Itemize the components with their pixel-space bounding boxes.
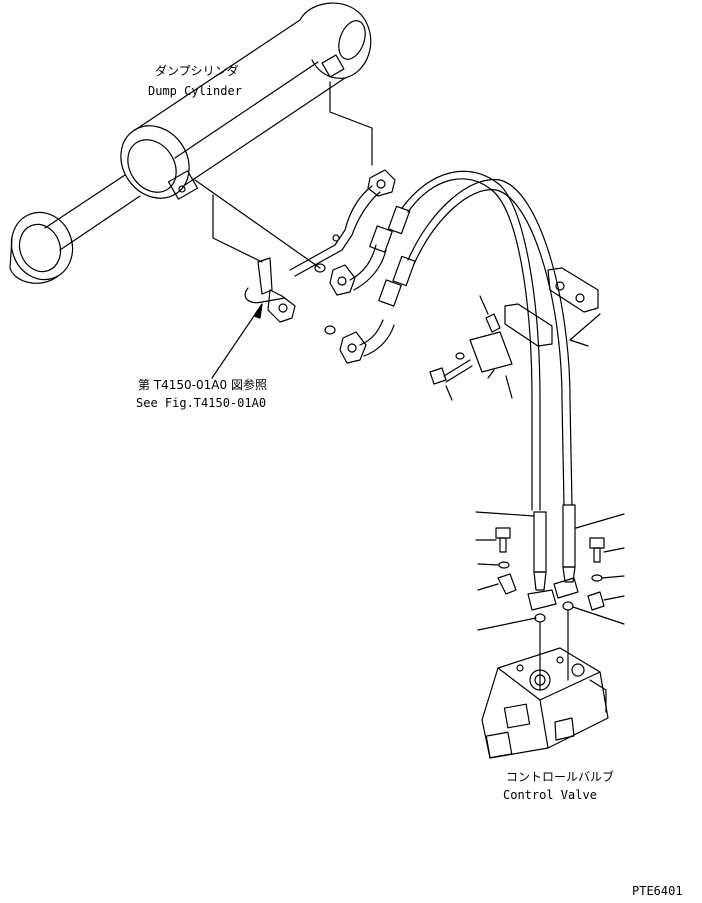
dump-cylinder-label-jp: ダンプシリンダ xyxy=(155,64,239,78)
hydraulic-hoses xyxy=(329,170,576,591)
control-valve-label-en: Control Valve xyxy=(503,788,597,802)
see-fig-label-en: See Fig.T4150-01A0 xyxy=(136,396,267,410)
clamp-parts xyxy=(429,267,601,401)
valve-fittings xyxy=(475,511,625,691)
dump-cylinder-label-en: Dump Cylinder xyxy=(148,84,242,98)
dump-cylinder xyxy=(9,2,372,284)
cylinder-port-leaders xyxy=(194,81,373,269)
control-valve xyxy=(481,647,609,759)
cylinder-pipes xyxy=(244,169,396,335)
see-fig-leader xyxy=(211,303,263,379)
drawing-code: PTE6401 xyxy=(632,884,683,898)
see-fig-label-jp: 第 T4150-01A0 図参照 xyxy=(138,378,267,392)
control-valve-label-jp: コントロールバルブ xyxy=(506,770,615,784)
